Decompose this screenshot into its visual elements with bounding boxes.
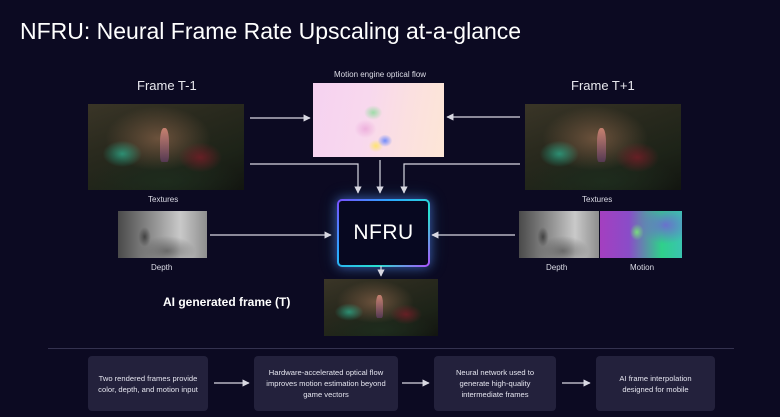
depth-right-label: Depth: [546, 263, 568, 272]
textures-left-label: Textures: [148, 195, 179, 204]
arrow-next-elbow: [400, 163, 520, 194]
optical-flow-label: Motion engine optical flow: [334, 70, 427, 79]
step-3-box: Neural network used to generate high-qua…: [434, 356, 556, 411]
frame-next-image: [525, 104, 681, 190]
step-4-box: AI frame interpolation designed for mobi…: [596, 356, 715, 411]
motion-image: [600, 211, 682, 258]
textures-right-label: Textures: [582, 195, 613, 204]
optical-flow-image: [313, 83, 444, 157]
step-2-box: Hardware-accelerated optical flow improv…: [254, 356, 398, 411]
frame-next-label: Frame T+1: [571, 78, 635, 93]
step-1-box: Two rendered frames provide color, depth…: [88, 356, 208, 411]
ai-generated-frame-image: [324, 279, 438, 336]
nfru-block: NFRU: [337, 199, 430, 267]
depth-left-image: [118, 211, 207, 258]
step-3-text: Neural network used to generate high-qua…: [455, 368, 535, 399]
step-2-text: Hardware-accelerated optical flow improv…: [266, 368, 386, 399]
ai-generated-frame-label: AI generated frame (T): [163, 295, 291, 309]
frame-prev-label: Frame T-1: [137, 78, 197, 93]
depth-right-image: [519, 211, 599, 258]
frame-prev-image: [88, 104, 244, 190]
motion-label: Motion: [630, 263, 655, 272]
step-4-text: AI frame interpolation designed for mobi…: [619, 373, 692, 394]
slide-title: NFRU: Neural Frame Rate Upscaling at-a-g…: [20, 18, 522, 44]
section-divider: [48, 348, 734, 349]
depth-left-label: Depth: [151, 263, 173, 272]
step-1-text: Two rendered frames provide color, depth…: [98, 373, 198, 394]
nfru-label: NFRU: [353, 221, 414, 244]
arrow-prev-elbow: [250, 163, 362, 194]
